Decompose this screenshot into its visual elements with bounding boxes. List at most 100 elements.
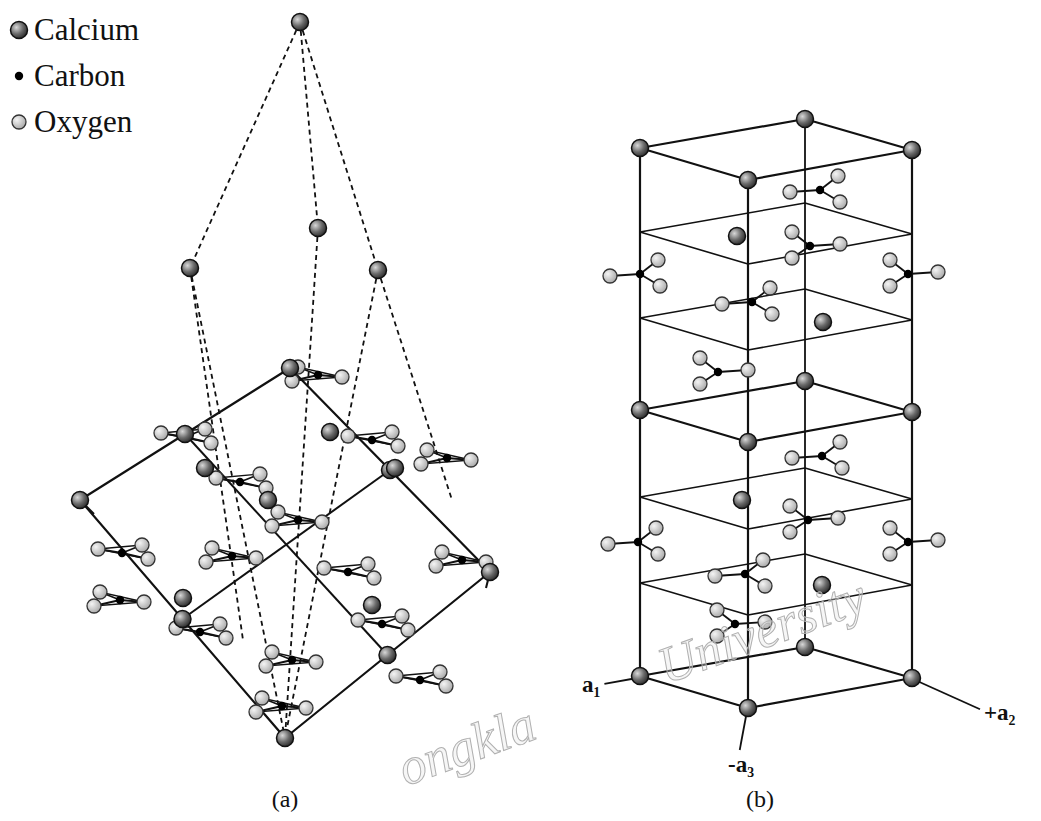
oxygen-atom: [715, 297, 729, 311]
calcium-atom: [387, 460, 404, 477]
calcium-atom: [72, 492, 89, 509]
oxygen-atom: [367, 571, 381, 585]
cell-edge: [183, 470, 391, 619]
oxygen-atom: [309, 655, 323, 669]
oxygen-atom: [395, 609, 409, 623]
carbon-atom: [443, 454, 451, 462]
oxygen-atom: [433, 665, 447, 679]
carbonate-group: [199, 541, 263, 569]
cell-face: [640, 203, 912, 264]
calcium-atom: [815, 314, 832, 331]
oxygen-atom: [265, 519, 279, 533]
calcium-atom: [322, 424, 339, 441]
carbon-atom: [804, 516, 812, 524]
oxygen-atom: [785, 451, 799, 465]
cell-face: [640, 289, 912, 350]
atoms: [11, 14, 946, 747]
carbonate-group: [883, 521, 945, 561]
legend-label: Carbon: [34, 58, 125, 94]
oxygen-atom: [883, 279, 897, 293]
oxygen-atom: [141, 552, 155, 566]
legend-label: Oxygen: [34, 104, 132, 140]
oxygen-atom: [653, 279, 667, 293]
calcium-atom: [797, 111, 814, 128]
oxygen-atom: [439, 679, 453, 693]
carbon-atom: [368, 436, 376, 444]
carbon-atom: [116, 596, 124, 604]
cell-face: [640, 119, 912, 180]
carbon-atom: [806, 242, 814, 250]
oxygen-atom: [12, 115, 26, 129]
calcium-atom: [740, 700, 757, 717]
oxygen-atom: [93, 585, 107, 599]
calcium-atom: [734, 492, 751, 509]
oxygen-atom: [708, 569, 722, 583]
carbon-atom: [741, 570, 749, 578]
carbon-atom: [634, 538, 642, 546]
carbonate-group: [154, 422, 218, 450]
calcium-atom: [370, 262, 387, 279]
carbon-atom: [818, 452, 826, 460]
oxygen-atom: [783, 525, 797, 539]
carbon-atom: [314, 371, 322, 379]
oxygen-atom: [420, 443, 434, 457]
carbonate-group: [265, 505, 329, 533]
oxygen-atom: [931, 533, 945, 547]
calcium-atom: [904, 404, 921, 421]
axis-label: +a₂: [984, 700, 1016, 726]
oxygen-atom: [315, 515, 329, 529]
oxygen-atom: [649, 521, 663, 535]
oxygen-atom: [154, 426, 168, 440]
oxygen-atom: [205, 541, 219, 555]
oxygen-atom: [249, 551, 263, 565]
calcium-atom: [904, 670, 921, 687]
oxygen-atom: [249, 705, 263, 719]
calcium-atom: [729, 228, 746, 245]
calcium-atom: [740, 172, 757, 189]
carbonate-group: [259, 645, 323, 673]
carbon-atom: [904, 538, 912, 546]
oxygen-atom: [91, 542, 105, 556]
dashed-cell-edge: [300, 22, 378, 270]
oxygen-atom: [435, 545, 449, 559]
oxygen-atom: [391, 439, 405, 453]
watermark: ongkla: [390, 694, 543, 799]
calcium-atom: [379, 647, 396, 664]
dashed-cell-edge: [285, 270, 378, 738]
calcium-atom: [197, 460, 214, 477]
oxygen-atom: [831, 511, 845, 525]
bond-lines: [80, 22, 980, 750]
oxygen-atom: [693, 351, 707, 365]
calcium-atom: [797, 373, 814, 390]
carbonate-group: [708, 553, 772, 593]
carbon-atom: [748, 298, 756, 306]
axis-label: a₁: [582, 672, 600, 698]
carbon-atom: [416, 676, 424, 684]
calcium-atom: [182, 260, 199, 277]
oxygen-atom: [204, 436, 218, 450]
oxygen-atom: [341, 429, 355, 443]
carbonate-group: [389, 665, 453, 693]
oxygen-atom: [931, 265, 945, 279]
carbonate-group: [209, 467, 273, 495]
panel-caption: (b): [746, 786, 774, 814]
carbon-atom: [714, 368, 722, 376]
oxygen-atom: [87, 599, 101, 613]
carbonate-group: [715, 281, 779, 321]
calcium-atom: [632, 402, 649, 419]
carbonate-group: [414, 443, 478, 471]
oxygen-atom: [833, 195, 847, 209]
oxygen-atom: [198, 422, 212, 436]
panel-caption: (a): [272, 786, 299, 814]
carbon-atom: [228, 552, 236, 560]
oxygen-atom: [833, 237, 847, 251]
oxygen-atom: [883, 521, 897, 535]
carbonate-group: [785, 435, 849, 475]
carbonate-group: [341, 425, 405, 453]
calcium-atom: [282, 360, 299, 377]
oxygen-atom: [361, 557, 375, 571]
carbon-atom: [458, 556, 466, 564]
carbon-atom: [636, 270, 644, 278]
carbonate-group: [693, 351, 755, 391]
